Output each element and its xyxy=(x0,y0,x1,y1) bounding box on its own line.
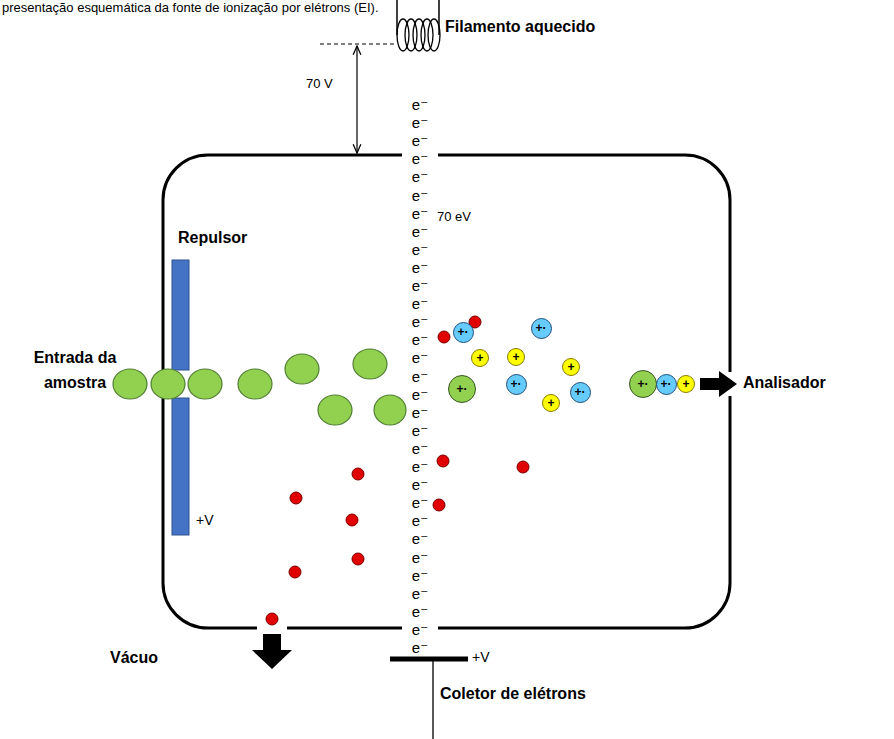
electron-symbol: e⁻ xyxy=(412,458,428,476)
electron-symbol: e⁻ xyxy=(412,277,428,295)
filament-coil xyxy=(397,19,440,51)
electron-symbol: e⁻ xyxy=(412,114,428,132)
electron-symbol: e⁻ xyxy=(412,422,428,440)
ion-circle: +· xyxy=(506,374,527,395)
ion-circle: +· xyxy=(531,318,552,339)
ion-circle: +· xyxy=(570,382,591,403)
voltage-arrow xyxy=(356,46,357,153)
ion-charge: +· xyxy=(660,378,671,390)
electron-symbol: e⁻ xyxy=(412,476,428,494)
electron-symbol: e⁻ xyxy=(412,132,428,150)
ion-circle: + xyxy=(542,394,560,412)
ion-charge: +· xyxy=(457,326,468,338)
repeller-plate xyxy=(172,398,189,535)
ion-circle: +· xyxy=(453,322,474,343)
ion-charge: + xyxy=(547,397,554,409)
analyser-arrow xyxy=(700,371,737,397)
voltage-label: 70 V xyxy=(306,76,333,92)
electron-symbol: e⁻ xyxy=(412,440,428,458)
electron-symbol: e⁻ xyxy=(412,205,428,223)
electron-symbol: e⁻ xyxy=(412,368,428,386)
repeller-plate xyxy=(172,260,189,370)
ion-circle: + xyxy=(677,375,695,393)
neutral-molecule xyxy=(113,349,406,425)
electron-collector xyxy=(390,657,468,662)
collector-wire xyxy=(432,661,433,739)
electron-symbol: e⁻ xyxy=(412,241,428,259)
electron-symbol: e⁻ xyxy=(412,494,428,512)
ion-circle: + xyxy=(471,349,489,367)
electron-symbol: e⁻ xyxy=(412,549,428,567)
electron-symbol: e⁻ xyxy=(412,150,428,168)
ion-circle: +· xyxy=(448,375,476,403)
electron-symbol: e⁻ xyxy=(412,567,428,585)
energy-label: 70 eV xyxy=(437,209,471,225)
electron-symbol: e⁻ xyxy=(412,621,428,639)
electron-symbol: e⁻ xyxy=(412,259,428,277)
caption-text: presentação esquemática da fonte de ioni… xyxy=(2,0,379,16)
electron-symbol: e⁻ xyxy=(412,313,428,331)
ion-charge: + xyxy=(567,361,574,373)
ion-circle: +· xyxy=(656,374,677,395)
vacuum-arrow xyxy=(252,634,292,669)
electron-symbol: e⁻ xyxy=(412,585,428,603)
electron-symbol: e⁻ xyxy=(412,187,428,205)
ion-charge: +· xyxy=(637,378,648,390)
ion-charge: +· xyxy=(456,383,467,395)
sample-inlet-label: Entrada da amostra xyxy=(27,346,123,396)
ion-chamber xyxy=(163,155,730,628)
electron-symbol: e⁻ xyxy=(412,530,428,548)
electron-symbol: e⁻ xyxy=(412,349,428,367)
ion-charge: + xyxy=(476,352,483,364)
electron-symbol: e⁻ xyxy=(412,404,428,422)
reference-line xyxy=(320,44,396,45)
vacuum-label: Vácuo xyxy=(110,648,158,667)
electron-symbol: e⁻ xyxy=(412,331,428,349)
ion-charge: + xyxy=(682,378,689,390)
analyser-label: Analisador xyxy=(743,373,826,392)
electron-symbol: e⁻ xyxy=(412,639,428,657)
electron-symbol: e⁻ xyxy=(412,295,428,313)
electron-symbol: e⁻ xyxy=(412,386,428,404)
ion-circle: +· xyxy=(629,370,657,398)
electron-symbol: e⁻ xyxy=(412,168,428,186)
chamber-openings xyxy=(158,150,735,633)
ion-charge: + xyxy=(512,351,519,363)
neutral-fragment xyxy=(266,316,529,625)
electron-symbol: e⁻ xyxy=(412,603,428,621)
electron-symbol: e⁻ xyxy=(412,96,428,114)
electron-symbol: e⁻ xyxy=(412,512,428,530)
voltage-label: +V xyxy=(196,512,214,529)
collector-label: Coletor de elétrons xyxy=(440,684,586,703)
ion-charge: +· xyxy=(535,322,546,334)
ion-circle: + xyxy=(562,358,580,376)
ion-charge: +· xyxy=(510,378,521,390)
ion-circle: + xyxy=(507,348,525,366)
filament-label: Filamento aquecido xyxy=(445,17,595,36)
voltage-label: +V xyxy=(472,649,490,666)
electron-symbol: e⁻ xyxy=(412,223,428,241)
repeller-label: Repulsor xyxy=(178,228,247,247)
ion-charge: +· xyxy=(574,386,585,398)
